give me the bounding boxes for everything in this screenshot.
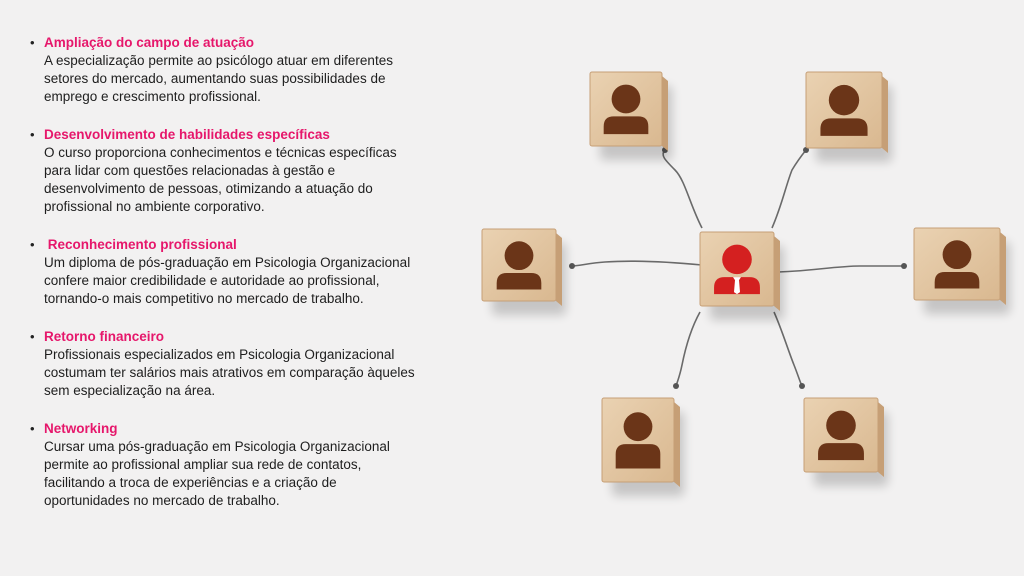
list-item-title: Desenvolvimento de habilidades específic… [44, 127, 330, 142]
block-side [662, 76, 668, 151]
list-item-title: Reconhecimento profissional [44, 237, 237, 252]
bullet-icon: • [30, 421, 35, 436]
list-item-line: Cursar uma pós-graduação em Psicologia O… [44, 439, 390, 454]
connector-line [662, 149, 703, 229]
connector-dot [901, 263, 907, 269]
network-illustration [470, 0, 1024, 576]
wooden-block [589, 71, 672, 160]
list-item-line: desenvolvimento de pessoas, otimizando a… [44, 181, 373, 196]
connector-line [675, 311, 701, 387]
list-item: • Networking Cursar uma pós-graduação em… [26, 420, 466, 510]
list-item-line: facilitando a troca de experiências e a … [44, 475, 337, 490]
block-side [882, 76, 888, 153]
bullet-icon: • [30, 35, 35, 50]
tie-icon [734, 280, 740, 295]
list-item-title: Ampliação do campo de atuação [44, 35, 255, 50]
bullet-icon: • [30, 237, 35, 252]
connector-dot [569, 263, 575, 269]
person-icon [934, 240, 980, 289]
wooden-block [481, 228, 566, 315]
list-item: • Desenvolvimento de habilidades específ… [26, 126, 466, 216]
wooden-blocks [481, 71, 1010, 496]
connector-dot [673, 383, 679, 389]
connector-dots [569, 147, 907, 389]
list-item-line: permite ao profissional ampliar sua rede… [44, 457, 362, 472]
list-item-line: Um diploma de pós-graduação em Psicologi… [44, 255, 411, 270]
person-icon [603, 84, 649, 135]
benefits-list: • Ampliação do campo de atuação A especi… [26, 34, 466, 530]
block-side [878, 402, 884, 477]
wooden-block [913, 227, 1010, 314]
list-item-line: costumam ter salários mais atrativos em … [44, 365, 415, 380]
person-icon [496, 241, 542, 290]
person-icon [820, 84, 868, 136]
list-item-line: O curso proporciona conhecimentos e técn… [44, 145, 397, 160]
wooden-block [601, 397, 684, 496]
connector-line [771, 149, 807, 229]
center-block [699, 231, 784, 320]
list-item-line: para lidar com questões relacionadas à g… [44, 163, 336, 178]
person-red-tie-icon [714, 244, 760, 295]
list-item-title: Networking [44, 421, 118, 436]
connector-line [571, 260, 703, 267]
list-item-line: confere maior credibilidade e autoridade… [44, 273, 380, 288]
block-side [774, 236, 780, 311]
list-item-line: A especialização permite ao psicólogo at… [44, 53, 393, 68]
connector-dot [803, 147, 809, 153]
wooden-block [805, 71, 892, 162]
list-item: • Ampliação do campo de atuação A especi… [26, 34, 466, 106]
person-icon [615, 412, 661, 469]
wooden-block [803, 397, 888, 486]
connector-dot [799, 383, 805, 389]
connector-line [773, 311, 803, 387]
list-item-line: profissional no ambiente corporativo. [44, 199, 265, 214]
network-diagram [481, 71, 1010, 496]
list-item: • Reconhecimento profissional Um diploma… [26, 236, 466, 308]
list-item-line: setores do mercado, aumentando suas poss… [44, 71, 386, 86]
block-side [556, 233, 562, 306]
list-item-line: tornando-o mais competitivo no mercado d… [44, 291, 364, 306]
bullet-icon: • [30, 127, 35, 142]
list-item: • Retorno financeiro Profissionais espec… [26, 328, 466, 400]
list-item-line: Profissionais especializados em Psicolog… [44, 347, 395, 362]
block-side [1000, 232, 1006, 305]
block-side [674, 402, 680, 487]
list-item-line: sem especialização na área. [44, 383, 216, 398]
list-item-line: emprego e crescimento profissional. [44, 89, 261, 104]
person-icon [818, 410, 864, 461]
connector-line [773, 265, 904, 273]
list-item-title: Retorno financeiro [44, 329, 165, 344]
list-item-line: oportunidades no mercado de trabalho. [44, 493, 280, 508]
bullet-icon: • [30, 329, 35, 344]
